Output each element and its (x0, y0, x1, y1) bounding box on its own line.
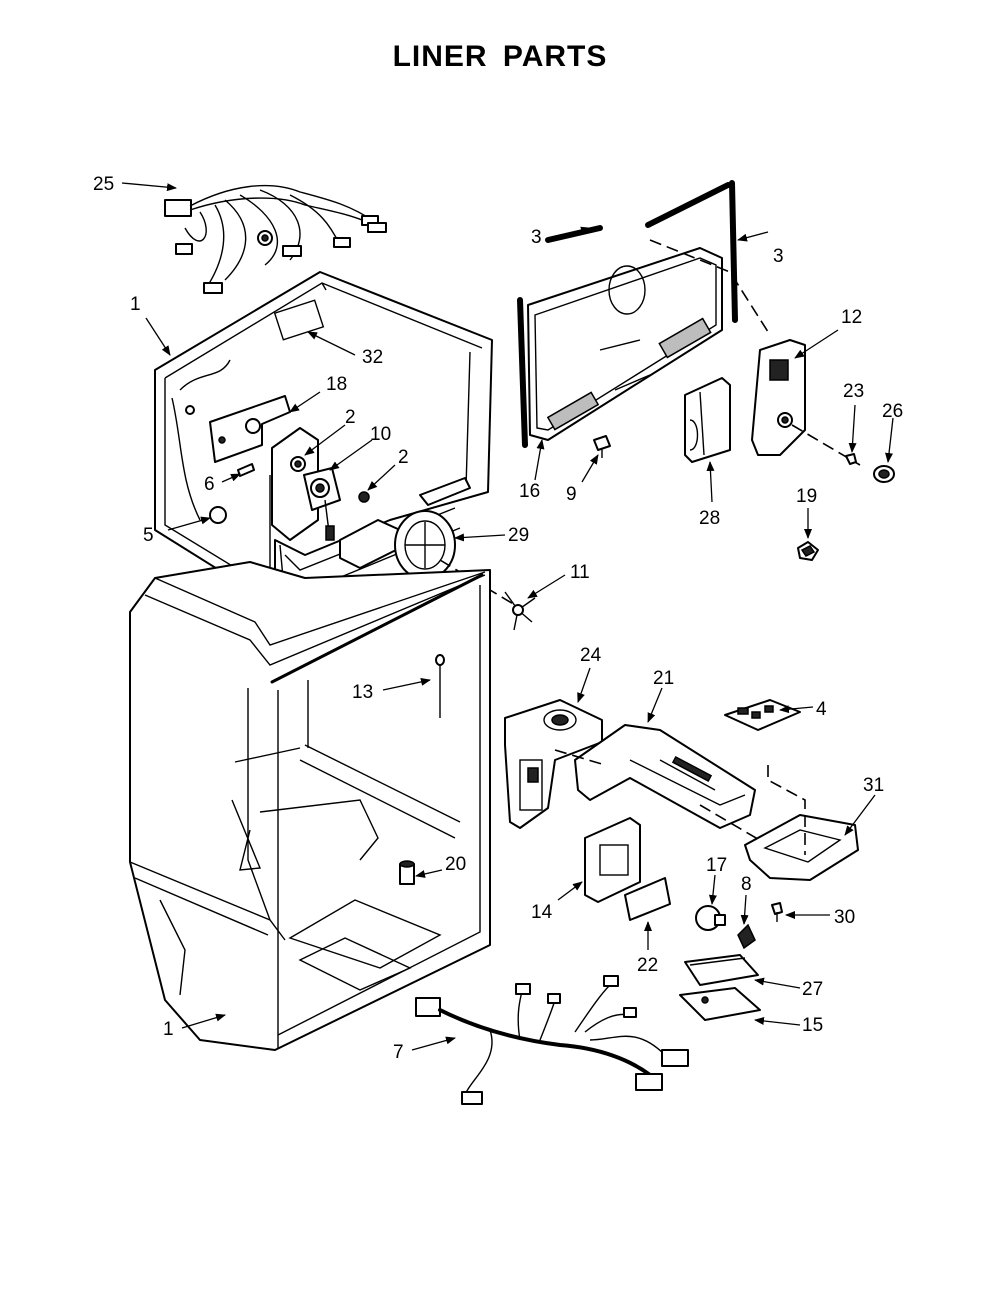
callout-31: 31 (863, 775, 884, 796)
callout-labels: 25 1 32 18 2 10 2 6 5 29 11 13 20 1 7 3 … (93, 174, 903, 1063)
fan-blade (504, 591, 536, 631)
callout-2-lower: 2 (398, 447, 409, 468)
plug-20 (399, 860, 415, 885)
callout-11: 11 (570, 562, 590, 583)
callout-25: 25 (93, 174, 114, 195)
callout-6: 6 (204, 474, 215, 495)
callout-1-fresh-food-liner: 1 (163, 1019, 174, 1040)
control-cover (684, 377, 731, 463)
bracket-18 (209, 395, 291, 463)
callout-21: 21 (653, 668, 674, 689)
diagram-title: LINER PARTS (392, 40, 608, 73)
fresh-food-liner (129, 561, 491, 1051)
leader-lines (121, 182, 894, 1051)
light-bulb (695, 905, 726, 931)
callout-5: 5 (143, 525, 154, 546)
callout-22: 22 (637, 955, 658, 976)
callout-10: 10 (370, 424, 391, 445)
callout-13: 13 (352, 682, 373, 703)
callout-19: 19 (796, 486, 817, 507)
callout-29: 29 (508, 525, 529, 546)
callout-28: 28 (699, 508, 720, 529)
callout-32: 32 (362, 347, 383, 368)
callout-7: 7 (393, 1042, 404, 1063)
control-housing (504, 699, 603, 829)
screw-30 (771, 902, 783, 922)
callout-30: 30 (834, 907, 855, 928)
light-lens-27 (684, 954, 759, 986)
knob-26 (873, 465, 895, 483)
screw-13 (435, 654, 445, 718)
callout-26: 26 (882, 401, 903, 422)
callout-8: 8 (741, 874, 752, 895)
wiring-harness-upper (164, 184, 387, 294)
callout-14: 14 (531, 902, 553, 923)
screw-9 (593, 435, 611, 458)
callout-3-right: 3 (773, 246, 784, 267)
callout-18: 18 (326, 374, 347, 395)
gasket-strip-side (517, 297, 528, 448)
callout-4: 4 (816, 699, 827, 720)
callout-1-freezer-liner: 1 (130, 294, 141, 315)
freezer-rear-panel (527, 247, 723, 441)
light-housing-31 (744, 765, 859, 881)
clip-19 (797, 541, 819, 561)
callout-12: 12 (841, 307, 862, 328)
wiring-harness-lower (415, 975, 689, 1105)
callout-3-left: 3 (531, 227, 542, 248)
socket-5 (209, 506, 227, 524)
light-cover-15 (679, 987, 761, 1021)
callout-2-upper: 2 (345, 407, 356, 428)
air-duct (574, 724, 756, 829)
lamp-socket-8 (737, 923, 756, 950)
diffuser-14 (584, 817, 641, 903)
callout-23: 23 (843, 381, 864, 402)
callout-15: 15 (802, 1015, 823, 1036)
callout-9: 9 (566, 484, 577, 505)
callout-27: 27 (802, 979, 823, 1000)
callout-16: 16 (519, 481, 540, 502)
thermostat-housing (751, 339, 806, 456)
screw-23 (845, 453, 857, 465)
callout-17: 17 (706, 855, 727, 876)
fan-motor-assembly (271, 427, 370, 541)
control-board (724, 699, 801, 731)
callout-24: 24 (580, 645, 602, 666)
label-22 (624, 877, 671, 921)
fan-shroud (339, 477, 471, 580)
callout-20: 20 (445, 854, 466, 875)
